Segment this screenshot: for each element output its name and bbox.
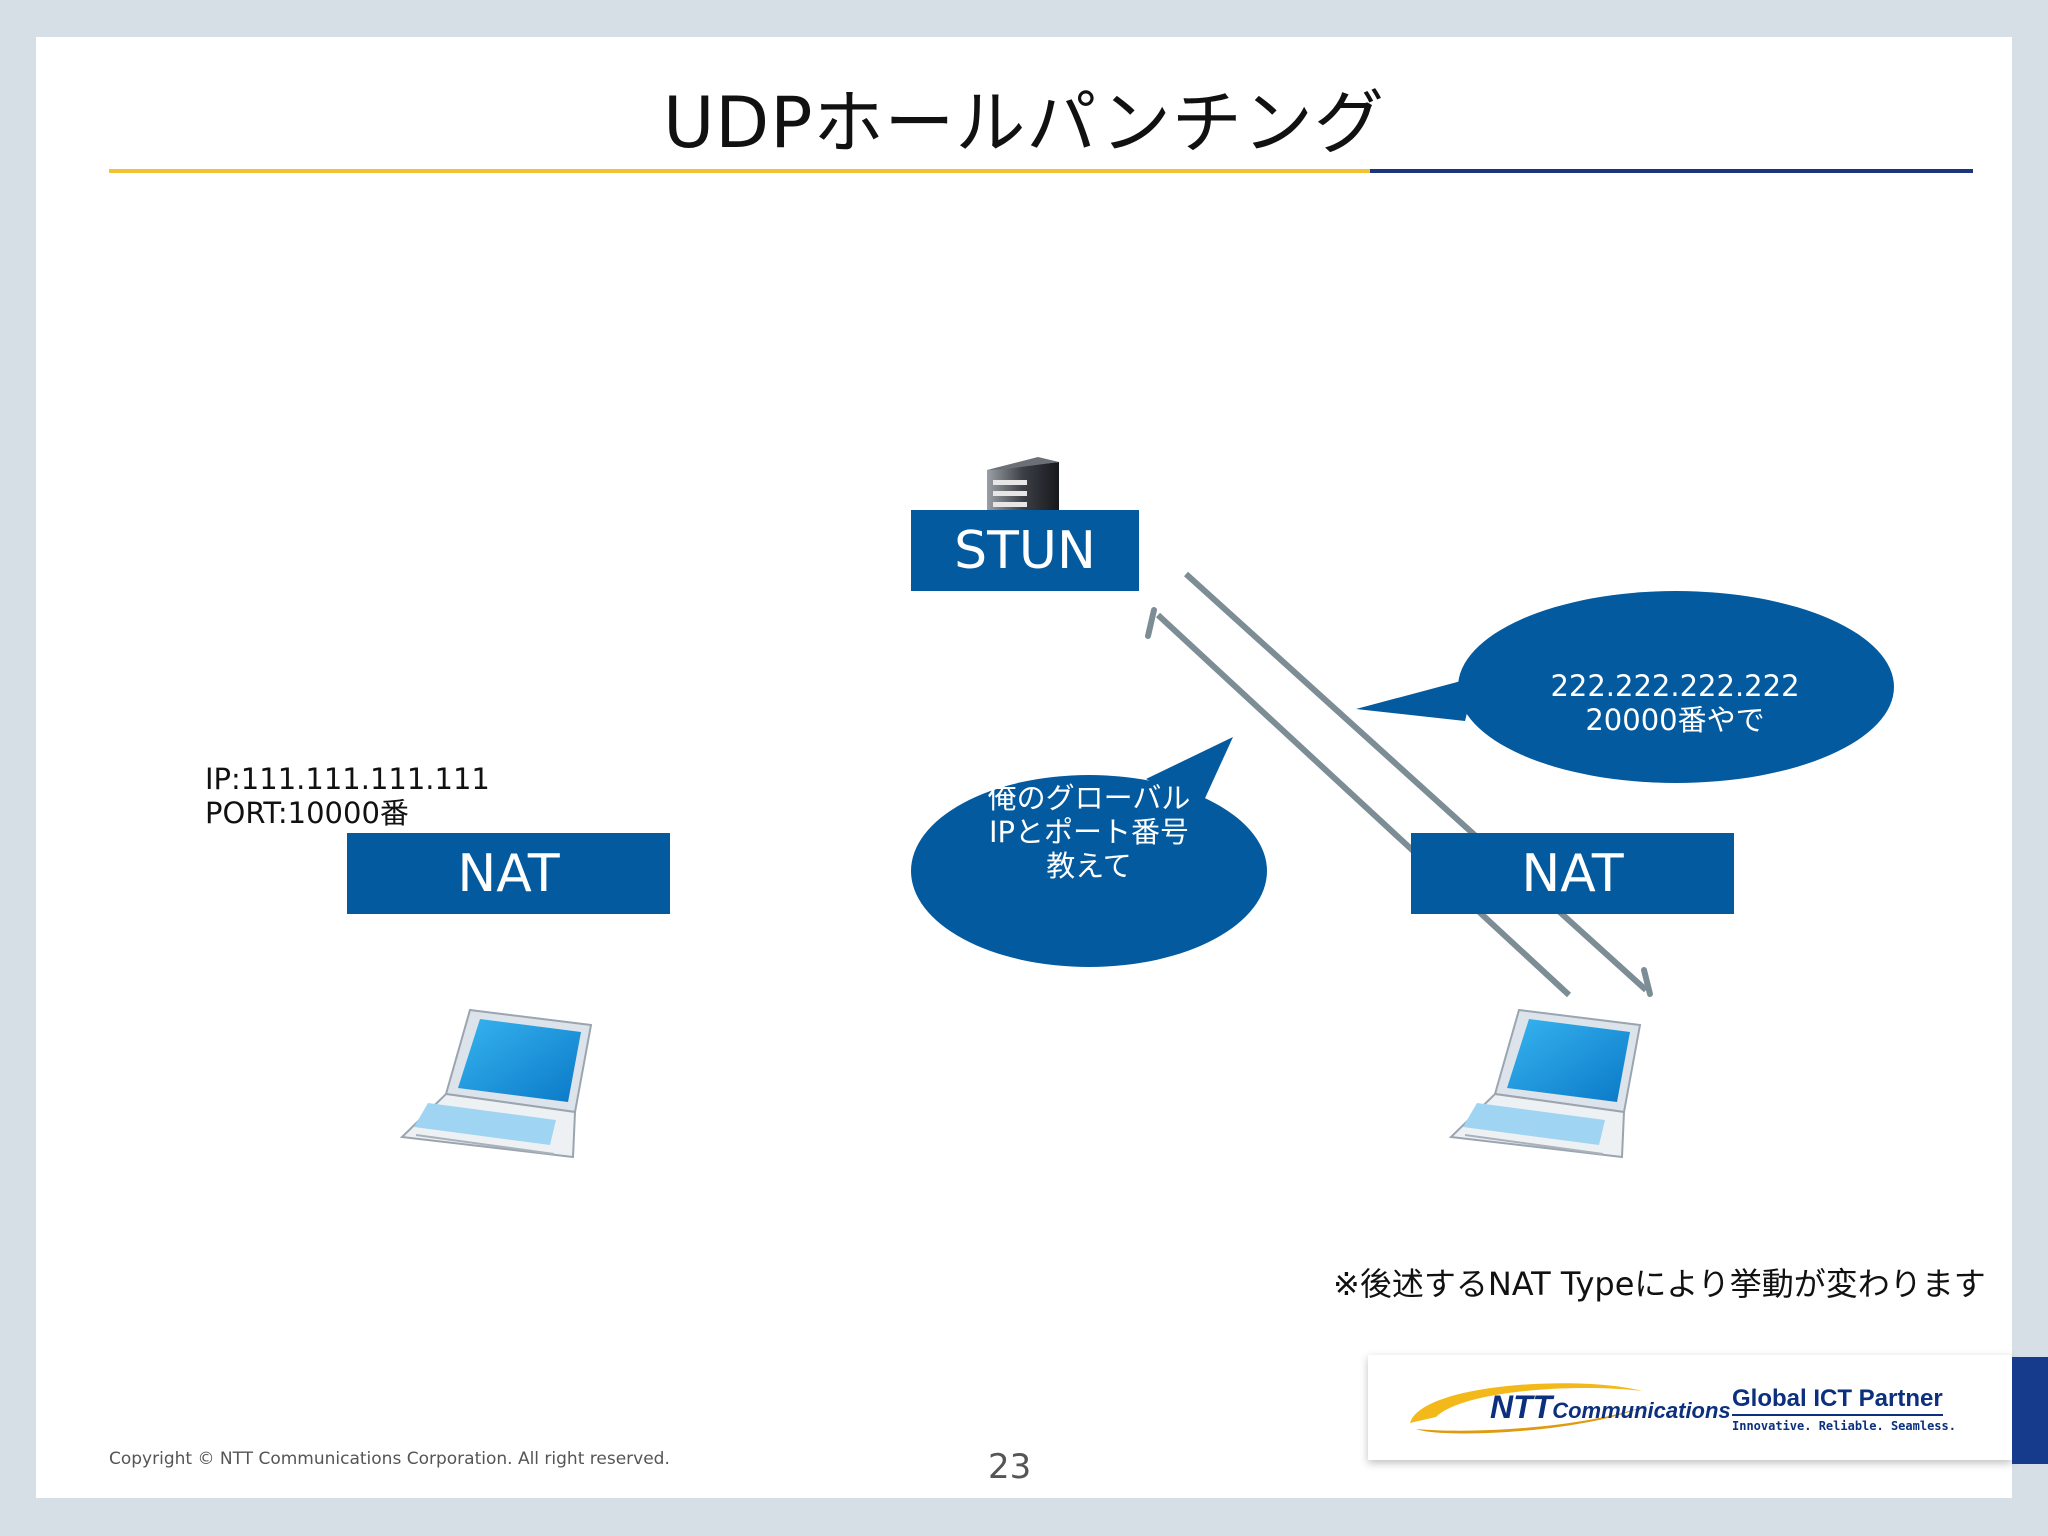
bubble-right-line-1: 222.222.222.222: [1550, 669, 1800, 703]
logo-tagline: Global ICT Partner: [1732, 1385, 1943, 1416]
response-arrow: [1183, 571, 1653, 997]
slide-title: UDPホールパンチング: [663, 82, 1385, 164]
ntt-swoosh-icon: [1410, 1383, 1652, 1434]
bubble-left-line-3: 教えて: [1046, 849, 1132, 883]
speech-bubble-left: [911, 737, 1267, 967]
logo-subtagline: Innovative. Reliable. Seamless.: [1732, 1419, 1956, 1433]
nat-left-label: NAT: [457, 843, 560, 904]
bubble-right-line-2: 20000番やで: [1585, 703, 1765, 737]
bubble-left-text: 俺のグローバル IPとポート番号 教えて: [907, 781, 1271, 883]
bubble-left-line-1: 俺のグローバル: [987, 781, 1191, 815]
title-rule-yellow: [109, 169, 1370, 173]
ntt-logo-text: NTTCommunications: [1490, 1389, 1731, 1426]
ntt-brand-sub: Communications: [1552, 1398, 1731, 1423]
title-rule-navy: [1370, 169, 1973, 173]
port-text: PORT:10000番: [205, 796, 409, 830]
speech-bubble-right: [1356, 591, 1894, 783]
bubble-right-text: 222.222.222.222 20000番やで: [1459, 669, 1891, 737]
stun-label-text: STUN: [954, 520, 1096, 581]
nat-right-label: NAT: [1521, 843, 1624, 904]
copyright-text: Copyright © NTT Communications Corporati…: [109, 1449, 670, 1469]
page-number: 23: [988, 1447, 1032, 1487]
ntt-brand-main: NTT: [1490, 1389, 1553, 1425]
stun-server-label: STUN: [911, 510, 1139, 591]
nat-right-box: NAT: [1411, 833, 1734, 914]
right-edge-tab: [2012, 1357, 2048, 1464]
ip-address-text: IP:111.111.111.111: [205, 762, 490, 796]
slide: UDPホールパンチング: [36, 37, 2012, 1498]
company-logo-panel: NTTCommunications Global ICT Partner Inn…: [1368, 1355, 2012, 1460]
laptop-right-icon: [1448, 1008, 1642, 1159]
nat-left-box: NAT: [347, 833, 670, 914]
laptop-left-icon: [399, 1008, 593, 1159]
request-arrow: [1145, 607, 1572, 998]
nat-type-note: ※後述するNAT Typeにより挙動が変わります: [1333, 1265, 1986, 1303]
ip-port-info: IP:111.111.111.111 PORT:10000番: [205, 762, 490, 830]
bubble-left-line-2: IPとポート番号: [988, 815, 1190, 849]
